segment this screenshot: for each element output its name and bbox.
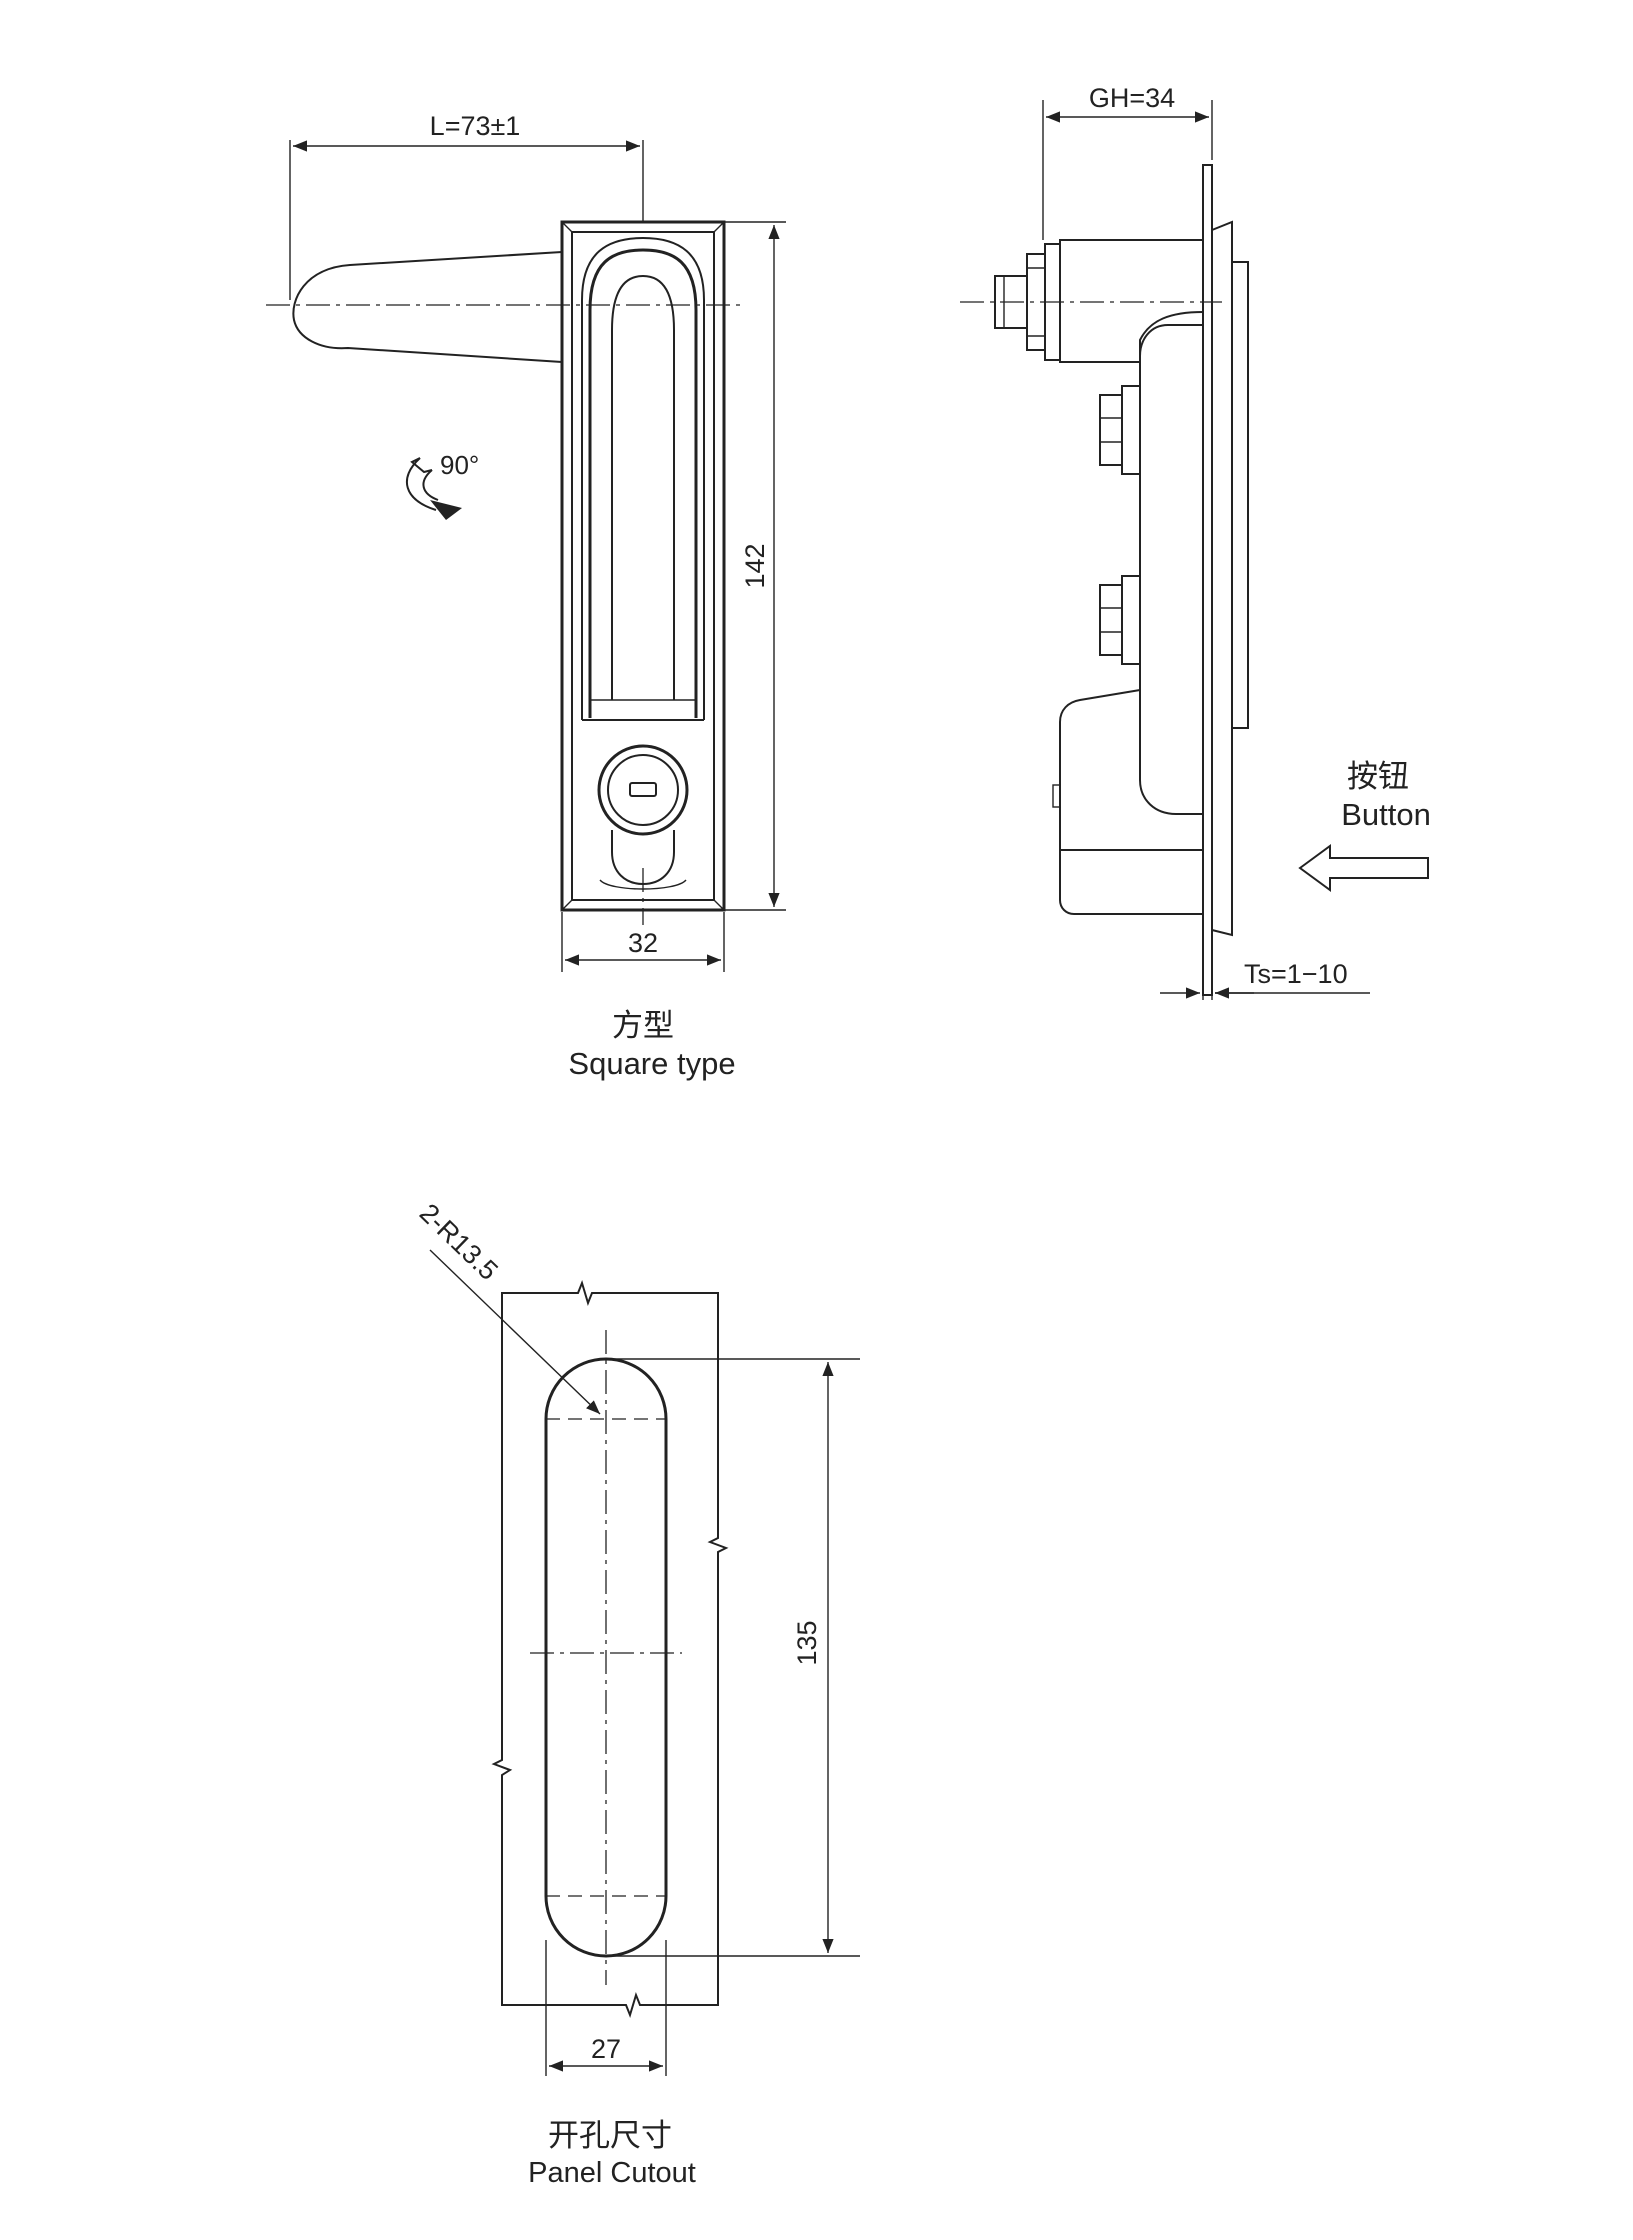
lever-handle	[292, 251, 563, 363]
cutout-caption-en: Panel Cutout	[528, 2157, 696, 2189]
dim-cutout-height: 135	[792, 1620, 822, 1665]
dim-gh: GH=34	[1089, 83, 1175, 113]
dim-ts: Ts=1−10	[1244, 959, 1348, 989]
handle-body-outer	[560, 220, 726, 912]
dim-width: 32	[628, 928, 658, 958]
rotation-label: 90°	[440, 450, 479, 480]
dim-height: 142	[740, 543, 770, 588]
front-caption-cn: 方型	[612, 1008, 674, 1043]
screw-lower	[1099, 575, 1141, 665]
key-slot	[629, 782, 657, 797]
handle-recess	[581, 236, 705, 720]
front-view: L=73±1 142 32 90° 方型 Square type	[266, 111, 786, 1081]
panel-outline	[491, 1279, 729, 2019]
handle-body-inner	[571, 231, 715, 901]
screw-upper	[1099, 385, 1141, 475]
front-caption-en: Square type	[568, 1046, 735, 1081]
lock-housing	[1059, 689, 1203, 915]
bolt-head	[994, 275, 1028, 329]
cutout-caption-cn: 开孔尺寸	[548, 2118, 672, 2153]
button-label-cn: 按钮	[1347, 759, 1409, 794]
dim-cutout-width: 27	[591, 2034, 621, 2064]
pull-handle	[588, 248, 698, 718]
bezel	[1211, 220, 1233, 937]
button-label-en: Button	[1341, 797, 1431, 832]
side-view: GH=34 Ts=1−10 按钮 Button	[960, 83, 1431, 1000]
panel-plate	[1202, 164, 1213, 996]
cam-housing	[1059, 239, 1204, 363]
body-housing	[1139, 324, 1203, 815]
rotation-arrow-icon	[405, 457, 462, 520]
radius-note: 2-R13.5	[414, 1198, 504, 1286]
lock-cylinder	[597, 744, 689, 836]
dim-length: L=73±1	[430, 111, 521, 141]
direction-arrow-icon	[1298, 844, 1429, 892]
cutout-view: 2-R13.5 135 27 开孔尺寸 Panel Cutout	[414, 1198, 860, 2189]
